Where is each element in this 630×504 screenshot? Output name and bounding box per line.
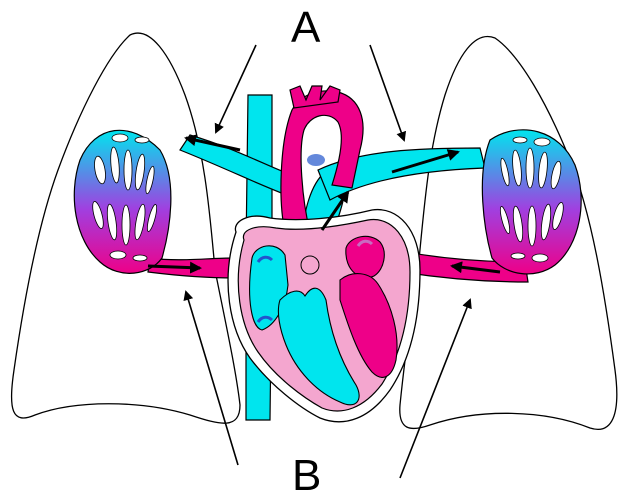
pointer-b-left	[186, 292, 238, 465]
pointer-a-right	[370, 45, 404, 140]
flow-arrow	[148, 266, 200, 268]
label-a: A	[291, 6, 320, 50]
label-b: B	[292, 454, 321, 498]
left-capillary-bed	[74, 130, 171, 273]
right-capillary-bed	[482, 130, 581, 274]
